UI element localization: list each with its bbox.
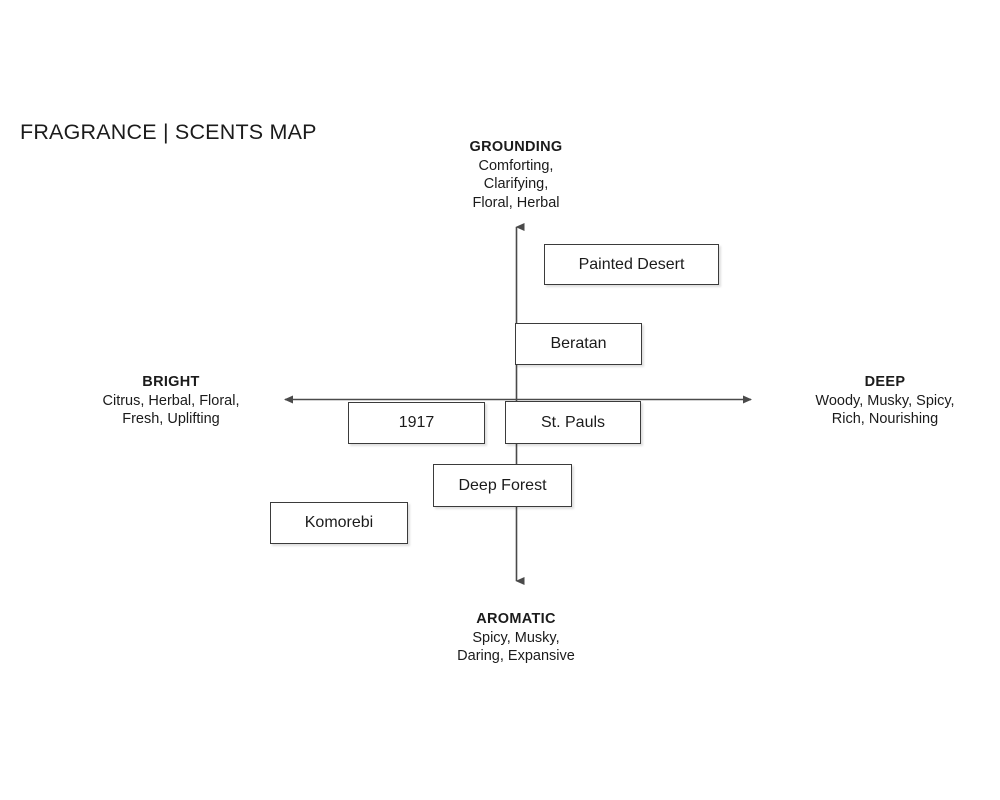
axis-pole-grounding: GROUNDING Comforting,Clarifying,Floral, … xyxy=(416,138,616,212)
scent-box-label: Painted Desert xyxy=(578,255,685,273)
scent-box[interactable]: Komorebi xyxy=(270,502,408,544)
scent-box-label: Deep Forest xyxy=(458,476,547,494)
scent-box-label: St. Pauls xyxy=(540,413,606,431)
axis-pole-grounding-descriptors: Comforting,Clarifying,Floral, Herbal xyxy=(472,157,560,211)
scent-box[interactable]: Beratan xyxy=(515,323,642,365)
axis-pole-deep-descriptors: Woody, Musky, Spicy,Rich, Nourishing xyxy=(815,392,955,428)
axis-pole-deep-name: DEEP xyxy=(864,374,906,390)
axis-pole-bright-descriptors: Citrus, Herbal, Floral,Fresh, Uplifting xyxy=(102,392,240,428)
scent-box[interactable]: Painted Desert xyxy=(544,244,719,285)
scent-box[interactable]: Deep Forest xyxy=(433,464,572,507)
axis-pole-aromatic-name: AROMATIC xyxy=(476,611,556,627)
axis-pole-bright: BRIGHT Citrus, Herbal, Floral,Fresh, Upl… xyxy=(60,373,282,429)
scent-box-label: Beratan xyxy=(550,335,607,352)
scent-box[interactable]: St. Pauls xyxy=(505,401,641,444)
scent-box[interactable]: 1917 xyxy=(348,402,485,444)
axis-pole-deep: DEEP Woody, Musky, Spicy,Rich, Nourishin… xyxy=(770,373,1000,429)
scent-box-label: 1917 xyxy=(398,414,435,431)
axis-pole-aromatic: AROMATIC Spicy, Musky,Daring, Expansive xyxy=(416,610,616,666)
axis-pole-grounding-name: GROUNDING xyxy=(469,139,563,155)
scent-box-label: Komorebi xyxy=(304,514,374,531)
axis-pole-aromatic-descriptors: Spicy, Musky,Daring, Expansive xyxy=(457,629,575,665)
axis-pole-bright-name: BRIGHT xyxy=(142,374,200,390)
page-title: FRAGRANCE | SCENTS MAP xyxy=(20,120,317,144)
